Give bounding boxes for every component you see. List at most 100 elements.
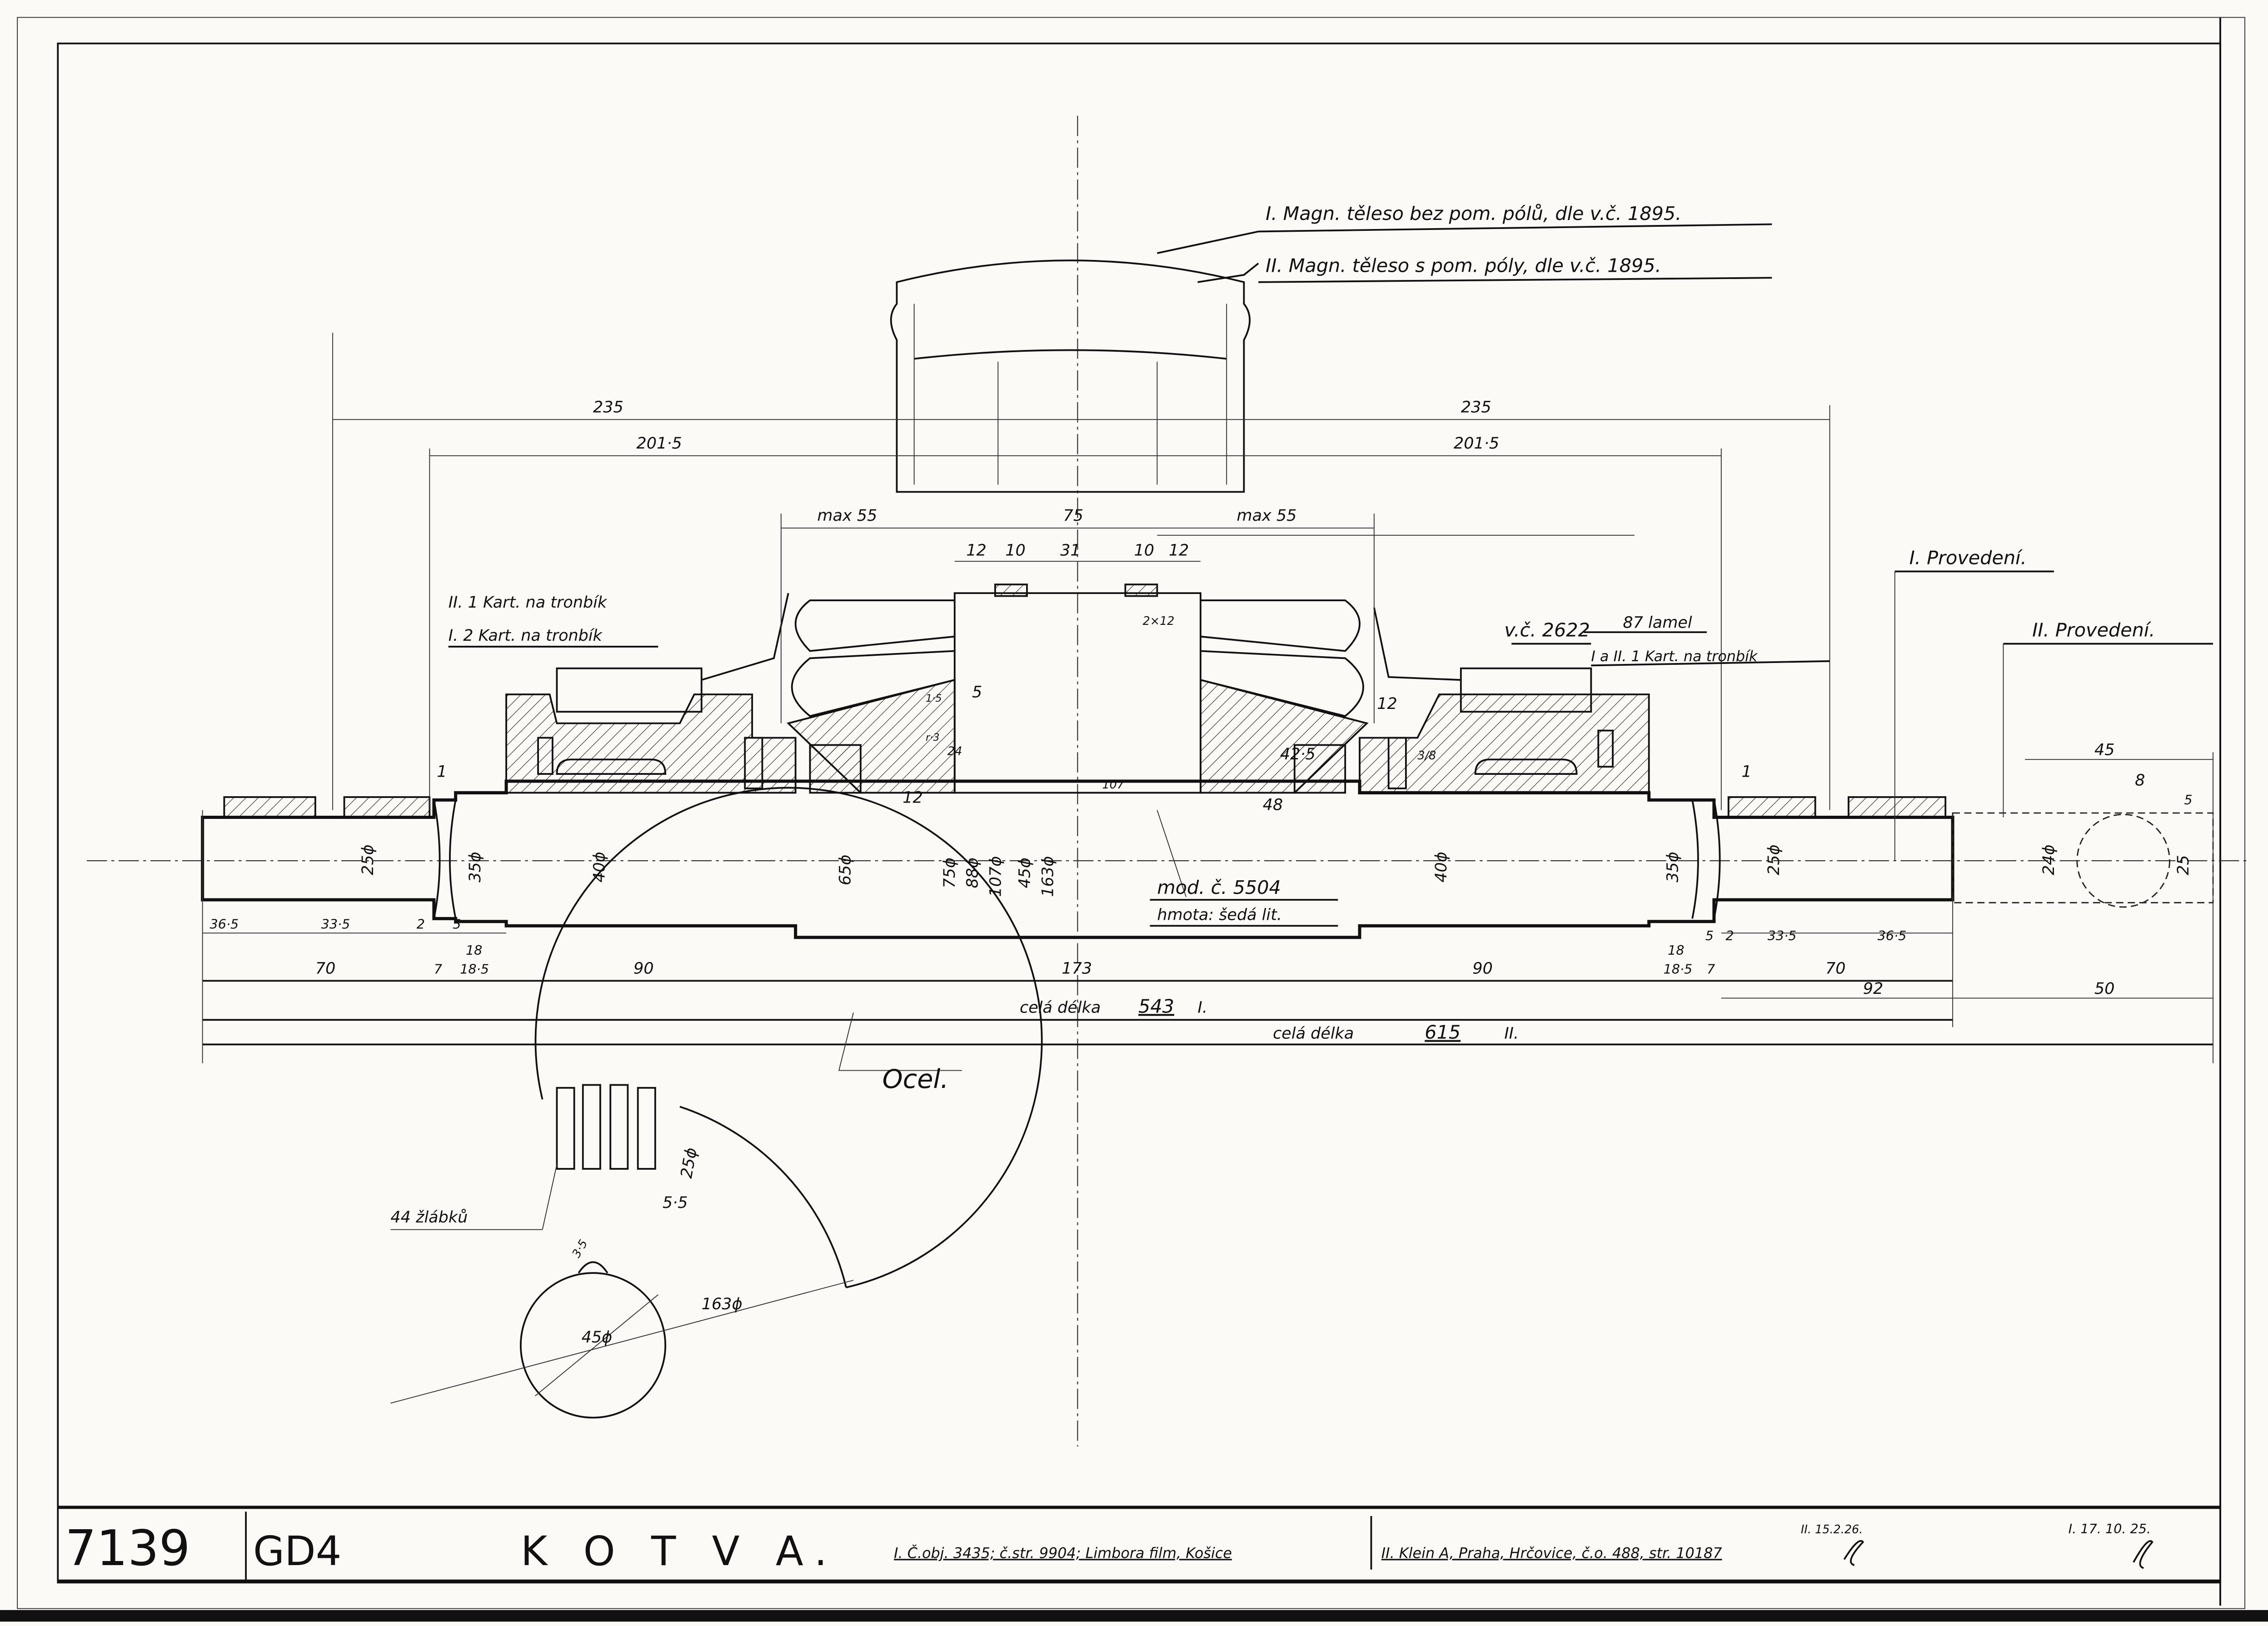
dimension-lines <box>202 333 2213 1071</box>
dim-len-70-left: 70 <box>315 959 336 978</box>
dim-1-5: 1·5 <box>926 693 942 704</box>
dim-len-185-left: 18·5 <box>460 961 489 977</box>
dim-len-50: 50 <box>2094 980 2115 998</box>
dim-dia-88: 88ϕ <box>964 858 982 888</box>
centre-lines <box>86 115 2249 1447</box>
dim-len-7-right: 7 <box>1707 961 1715 977</box>
dim-len-7-left: 7 <box>434 961 442 977</box>
dim-sub-365-left: 36·5 <box>210 917 239 932</box>
cross-section <box>390 787 1043 1419</box>
dim-sub-5-left: 5 <box>453 917 461 932</box>
dim-end-8: 8 <box>2135 772 2145 790</box>
commutator-right <box>1359 607 1650 794</box>
dim-sub-2-left: 2 <box>417 917 425 932</box>
dim-sub-335-left: 33·5 <box>321 917 350 932</box>
dim-len-185-right: 18·5 <box>1663 961 1692 977</box>
dimension-labels: 235 235 201·5 201·5 max 55 75 max 55 12 … <box>210 398 2193 1347</box>
dim-end-5: 5 <box>2184 792 2192 808</box>
sec-dim-25: 25ϕ <box>678 1146 701 1180</box>
dim-107: 107 <box>1102 778 1124 792</box>
note-kart-I: I. 2 Kart. na tronbík <box>449 627 603 645</box>
dim-24: 24 <box>947 745 962 758</box>
dim-sub-2-right: 2 <box>1725 928 1734 943</box>
date-II: II. 15.2.26. <box>1801 1523 1863 1536</box>
dim-12-left: 12 <box>902 789 923 807</box>
dim-2x12: 2×12 <box>1143 614 1175 628</box>
signature-II <box>1843 1540 1864 1566</box>
dim-10b: 10 <box>1134 541 1155 559</box>
dim-max55-right: max 55 <box>1236 507 1296 525</box>
dim-48: 48 <box>1263 796 1283 814</box>
note-lamel: 87 lamel <box>1623 614 1692 632</box>
total-II-value: 615 <box>1425 1022 1460 1043</box>
magnet-body-outline <box>890 230 1259 493</box>
dim-len-70-right: 70 <box>1825 959 1846 978</box>
note-model: mod. č. 5504 <box>1157 877 1281 898</box>
dim-len-18-right: 18 <box>1668 943 1684 958</box>
drawing-number: 7139 <box>65 1520 190 1577</box>
total-I-variant: I. <box>1198 998 1207 1017</box>
date-I: I. 17. 10. 25. <box>2069 1521 2151 1536</box>
sec-dim-3-5: 3·5 <box>569 1237 590 1260</box>
dim-len-90-right: 90 <box>1472 959 1493 978</box>
dim-10a: 10 <box>1005 541 1026 559</box>
dim-dia-65: 65ϕ <box>837 855 855 886</box>
note-provedeni-II: II. Provedení. <box>2032 619 2155 641</box>
dim-1-right: 1 <box>1741 763 1751 781</box>
dim-dia-45: 45ϕ <box>1016 858 1034 888</box>
note-provedeni-I: I. Provedení. <box>1909 547 2027 569</box>
dim-42-5: 42·5 <box>1280 745 1316 763</box>
signature-I <box>2133 1540 2153 1569</box>
dim-sub-365-right: 36·5 <box>1878 928 1907 943</box>
frame <box>0 17 2268 1622</box>
dim-dia-25-left: 25ϕ <box>359 844 377 875</box>
dim-235-right: 235 <box>1461 398 1491 416</box>
dim-sub-335-right: 33·5 <box>1768 928 1797 943</box>
windings <box>791 599 1364 717</box>
dim-sub-5-right: 5 <box>1705 928 1714 943</box>
dim-2015-right: 201·5 <box>1454 434 1499 453</box>
dim-end-45: 45 <box>2094 741 2115 759</box>
leader-lines <box>448 223 2213 927</box>
dim-len-18-left: 18 <box>466 943 482 958</box>
dim-12-right: 12 <box>1377 695 1397 713</box>
dim-1-left: 1 <box>437 763 447 781</box>
order-I: I. Č.obj. 3435; č.str. 9904; Limbora fil… <box>894 1544 1232 1561</box>
drawing-title: K O T V A. <box>521 1528 839 1575</box>
dim-3-8: 3/8 <box>1417 749 1436 763</box>
dim-dia-35-left: 35ϕ <box>466 852 484 883</box>
dim-dia-24: 24ϕ <box>2040 844 2058 875</box>
commutator-left <box>505 593 797 794</box>
dim-75: 75 <box>1063 507 1084 525</box>
note-magnet-I: I. Magn. těleso bez pom. pólů, dle v.č. … <box>1266 203 1681 224</box>
total-II-variant: II. <box>1504 1025 1519 1043</box>
note-material-cast: hmota: šedá lit. <box>1157 906 1282 924</box>
armature-core <box>786 584 1369 794</box>
dim-dia-25-right: 25ϕ <box>1765 844 1783 875</box>
note-vc: v.č. 2622 <box>1504 619 1590 641</box>
dim-2015-left: 201·5 <box>637 434 682 453</box>
dim-len-90-left: 90 <box>633 959 654 978</box>
dim-5: 5 <box>972 683 982 701</box>
dim-dia-40-right: 40ϕ <box>1432 852 1451 883</box>
dim-dia-25-end: 25 <box>2174 855 2193 875</box>
note-magnet-II: II. Magn. těleso s pom. póly, dle v.č. 1… <box>1266 255 1661 277</box>
dim-len-173: 173 <box>1062 959 1092 978</box>
dim-max55-left: max 55 <box>817 507 877 525</box>
note-slots: 44 žlábků <box>390 1208 468 1227</box>
dim-r3: r·3 <box>926 732 939 743</box>
dim-dia-75: 75ϕ <box>941 858 959 888</box>
note-kart-II: II. 1 Kart. na tronbík <box>449 594 608 612</box>
total-I-label: celá délka <box>1020 998 1101 1017</box>
notes: I. Magn. těleso bez pom. pólů, dle v.č. … <box>390 203 2155 1227</box>
sec-dim-45: 45ϕ <box>582 1328 613 1347</box>
dim-12a: 12 <box>966 541 987 559</box>
dim-12b: 12 <box>1169 541 1189 559</box>
title-block: 7139 GD4 K O T V A. I. Č.obj. 3435; č.st… <box>65 1511 2153 1580</box>
total-II-label: celá délka <box>1273 1025 1354 1043</box>
order-II: II. Klein A, Praha, Hrčovice, č.o. 488, … <box>1381 1544 1722 1561</box>
sec-dim-5-5: 5·5 <box>663 1194 688 1212</box>
dim-dia-107: 107ϕ <box>987 856 1005 897</box>
dim-dia-35-right: 35ϕ <box>1664 852 1682 883</box>
